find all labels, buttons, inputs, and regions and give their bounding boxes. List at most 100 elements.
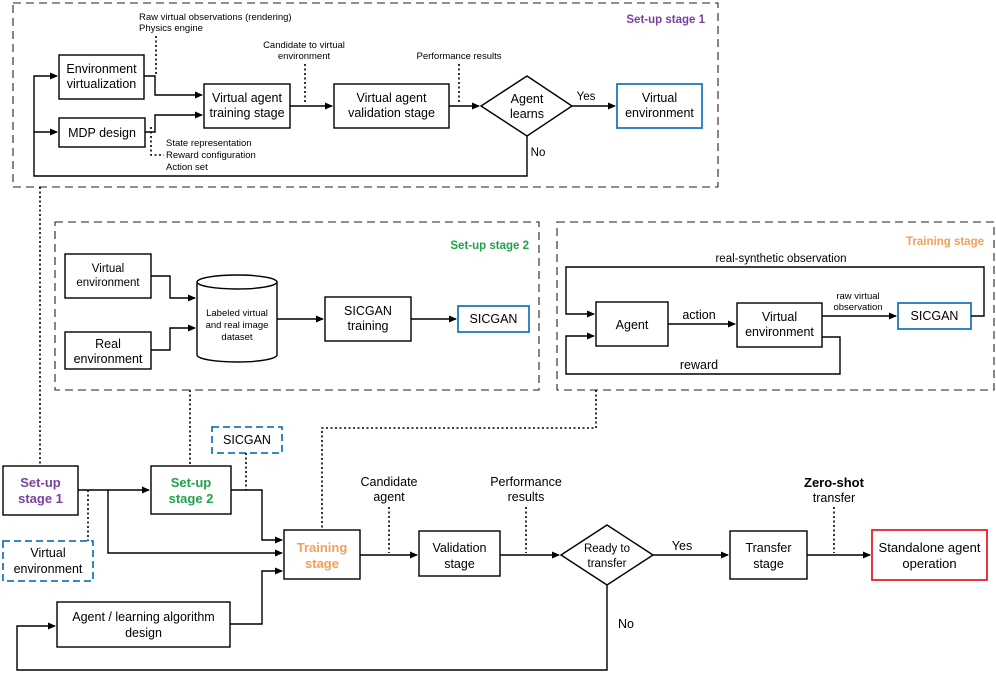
ready-no-loop-arrow xyxy=(16,585,608,671)
setup2-virtual-environment-line1: Virtual xyxy=(92,263,124,275)
agent-learning-algorithm-design-box xyxy=(56,601,231,648)
setup2-real-environment-line1: Real xyxy=(95,337,121,351)
setup-stage-2-frame xyxy=(54,221,540,391)
main-training-stage-line2: stage xyxy=(305,556,339,571)
labeled-dataset-line1: Labeled virtual xyxy=(206,308,268,319)
sicgan-training-box xyxy=(324,296,412,342)
ready-to-transfer-line2: transfer xyxy=(588,558,627,570)
training-agent-label: Agent xyxy=(616,318,649,332)
main-transfer-stage-line1: Transfer xyxy=(745,541,791,555)
main-setup-stage-1-box xyxy=(2,465,79,516)
main-performance-results-line1: Performance xyxy=(490,475,562,489)
main-virtual-environment-box xyxy=(2,540,94,582)
setup1-to-training-arrow xyxy=(107,490,283,557)
main-transfer-stage-line2: stage xyxy=(753,557,784,571)
mdp-design-box xyxy=(58,117,146,148)
main-validation-stage-line2: stage xyxy=(444,557,475,571)
main-setup-stage-1-line1: Set-up xyxy=(20,475,61,490)
training-sicgan-label: SICGAN xyxy=(911,309,959,323)
main-validation-stage-box xyxy=(418,530,501,577)
virtual-agent-validation-line2: validation stage xyxy=(348,106,435,120)
virtual-agent-training-box xyxy=(203,83,291,129)
environment-virtualization-line2: virtualization xyxy=(67,77,137,91)
training-virtual-environment-box xyxy=(736,302,823,348)
labeled-dataset-cylinder xyxy=(196,274,278,363)
main-performance-results-line2: results xyxy=(508,490,545,504)
performance-results-label: Performance results xyxy=(416,51,501,62)
setup-stage-2-title: Set-up stage 2 xyxy=(450,240,529,252)
virtual-agent-validation-box xyxy=(333,83,450,129)
labeled-dataset-line2: and real image xyxy=(206,320,269,331)
training-panel-connector xyxy=(321,390,597,530)
main-setup-stage-1-line2: stage 1 xyxy=(18,491,63,506)
sicgan-to-agent-observation-arrow xyxy=(565,266,985,318)
action-label: action xyxy=(682,308,715,322)
raw-virtual-observation-line2: observation xyxy=(833,302,882,313)
renv-to-dataset-arrow xyxy=(151,324,196,351)
env-virt-to-training-arrow xyxy=(144,75,203,99)
setup1-no-label: No xyxy=(531,147,546,159)
mdp-to-training-arrow xyxy=(145,111,203,133)
reward-configuration-label: Reward configuration xyxy=(166,150,256,161)
main-setup-stage-2-line2: stage 2 xyxy=(169,491,214,506)
setup2-sicgan-box xyxy=(457,305,530,333)
sicgan-training-line2: training xyxy=(348,319,389,333)
main-setup-stage-2-line1: Set-up xyxy=(171,475,212,490)
training-stage-title: Training stage xyxy=(906,236,984,248)
main-no-label: No xyxy=(618,617,634,631)
setup2-virtual-environment-line2: environment xyxy=(76,277,140,289)
action-set-label: Action set xyxy=(166,162,208,173)
main-sicgan-label: SICGAN xyxy=(223,433,271,447)
main-training-stage-line1: Training xyxy=(297,540,348,555)
training-stage-frame xyxy=(556,221,995,391)
zero-shot-label: Zero-shot xyxy=(804,475,865,490)
setup2-to-training-arrow xyxy=(231,489,283,544)
agent-learns-line1: Agent xyxy=(511,92,544,106)
main-sicgan-box xyxy=(211,426,283,454)
candidate-agent-line1: Candidate xyxy=(361,475,418,489)
agent-learns-line2: learns xyxy=(510,107,544,121)
agent-design-to-training-arrow xyxy=(230,567,283,625)
raw-observations-line1: Raw virtual observations (rendering) xyxy=(139,12,292,23)
main-transfer-stage-box xyxy=(729,530,808,580)
training-virtual-environment-line1: Virtual xyxy=(762,310,797,324)
learns-no-loop-to-env xyxy=(33,72,528,177)
main-validation-stage-line1: Validation xyxy=(433,541,487,555)
training-virtual-environment-line2: environment xyxy=(745,325,814,339)
mdp-design-label: MDP design xyxy=(68,126,136,140)
training-agent-box xyxy=(595,301,669,347)
agent-learns-decision xyxy=(479,75,574,137)
setup1-virtual-environment-line2: environment xyxy=(625,106,694,120)
virtual-agent-validation-line1: Virtual agent xyxy=(357,91,427,105)
raw-observations-line2: Physics engine xyxy=(139,23,203,34)
agent-learning-algorithm-design-line2: design xyxy=(125,626,162,640)
environment-virtualization-box xyxy=(58,54,145,100)
setup2-sicgan-label: SICGAN xyxy=(470,312,518,326)
raw-virtual-observation-line1: raw virtual xyxy=(836,291,879,302)
candidate-virtual-line1: Candidate to virtual xyxy=(263,40,345,51)
standalone-agent-operation-box xyxy=(871,529,988,581)
main-virtual-environment-line2: environment xyxy=(14,562,83,576)
virtual-agent-training-line2: training stage xyxy=(209,106,284,120)
setup1-virtual-environment-line1: Virtual xyxy=(642,91,677,105)
zero-shot-transfer-label: transfer xyxy=(813,491,855,505)
candidate-virtual-line2: environment xyxy=(278,51,331,62)
reward-label: reward xyxy=(680,358,718,372)
real-synthetic-observation-label: real-synthetic observation xyxy=(715,253,846,265)
sicgan-training-line1: SICGAN xyxy=(344,304,392,318)
setup1-yes-label: Yes xyxy=(577,91,596,103)
labeled-dataset-line3: dataset xyxy=(221,332,253,343)
setup-stage-1-frame xyxy=(12,2,719,188)
main-virtual-environment-line1: Virtual xyxy=(30,546,65,560)
standalone-agent-operation-line1: Standalone agent xyxy=(879,540,981,555)
agent-learning-algorithm-design-line1: Agent / learning algorithm xyxy=(72,610,214,624)
venv-to-agent-reward-arrow xyxy=(565,332,841,375)
environment-virtualization-line1: Environment xyxy=(66,62,137,76)
main-setup-stage-2-box xyxy=(150,465,232,515)
virtual-agent-training-line1: Virtual agent xyxy=(212,91,282,105)
venv-to-dataset-arrow xyxy=(151,275,196,302)
setup2-real-environment-line2: environment xyxy=(74,352,143,366)
ready-to-transfer-decision xyxy=(559,524,655,586)
standalone-agent-operation-line2: operation xyxy=(902,556,956,571)
